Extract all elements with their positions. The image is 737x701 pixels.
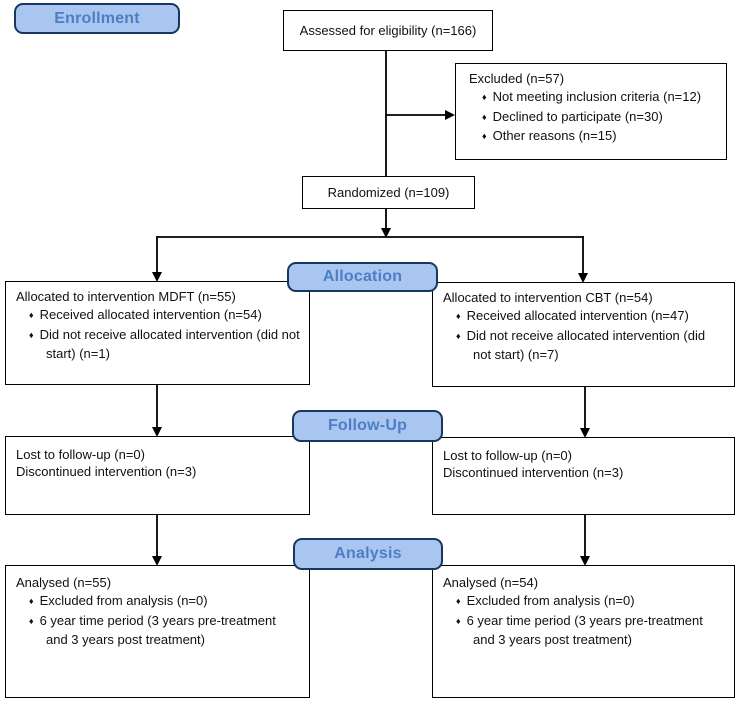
arrowhead-alloc-left [152, 272, 162, 282]
assessed-box: Assessed for eligibility (n=166) [283, 10, 493, 51]
analysis-mdft-box: Analysed (n=55) ♦ Excluded from analysis … [5, 565, 310, 698]
excluded-item-text: Not meeting inclusion criteria (n=12) [492, 89, 702, 104]
bullet-icon: ♦ [29, 329, 34, 340]
excluded-item: ♦ Not meeting inclusion criteria (n=12) [469, 88, 718, 107]
arrowhead-alloc-right [578, 273, 588, 283]
arrowhead-split [381, 228, 391, 238]
bullet-icon: ♦ [482, 92, 487, 102]
allocation-cbt-item-text: Did not receive allocated intervention (… [466, 327, 706, 362]
bullet-icon: ♦ [456, 311, 461, 321]
allocation-cbt-item: ♦ Received allocated intervention (n=47) [443, 307, 726, 326]
followup-mdft-line: Discontinued intervention (n=3) [16, 464, 197, 479]
analysis-mdft-item: ♦ 6 year time period (3 years pre-treatme… [16, 612, 301, 648]
analysis-cbt-item-text: Excluded from analysis (n=0) [466, 593, 635, 608]
bullet-icon: ♦ [29, 615, 34, 626]
analysis-mdft-item: ♦ Excluded from analysis (n=0) [16, 592, 301, 611]
excluded-item-text: Declined to participate (n=30) [492, 108, 663, 124]
allocation-mdft-box: Allocated to intervention MDFT (n=55) ♦ R… [5, 281, 310, 385]
excluded-item: ♦ Declined to participate (n=30) [469, 108, 718, 127]
arrowhead-fu-right [580, 428, 590, 438]
followup-cbt-line: Discontinued intervention (n=3) [443, 465, 624, 480]
analysis-mdft-item-text: 6 year time period (3 years pre-treatmen… [39, 612, 276, 647]
analysis-mdft-item-text: Excluded from analysis (n=0) [39, 593, 208, 608]
excluded-item-text: Other reasons (n=15) [492, 128, 617, 143]
assessed-text: Assessed for eligibility (n=166) [299, 23, 477, 38]
analysis-cbt-item-text: 6 year time period (3 years pre-treatmen… [466, 612, 703, 647]
analysis-cbt-title: Analysed (n=54) [443, 575, 539, 590]
bullet-icon: ♦ [456, 615, 461, 626]
allocation-cbt-item: ♦ Did not receive allocated intervention … [443, 327, 726, 363]
stage-label-enrollment: Enrollment [14, 3, 180, 34]
arrowhead-excluded [445, 110, 455, 120]
randomized-text: Randomized (n=109) [327, 185, 450, 200]
followup-cbt-box: Lost to follow-up (n=0) Discontinued int… [432, 437, 735, 515]
allocation-mdft-title: Allocated to intervention MDFT (n=55) [16, 289, 236, 304]
analysis-mdft-title: Analysed (n=55) [16, 575, 112, 590]
randomized-box: Randomized (n=109) [302, 176, 475, 209]
stage-label-analysis: Analysis [293, 538, 443, 570]
bullet-icon: ♦ [482, 131, 487, 141]
arrowhead-fu-left [152, 427, 162, 437]
analysis-cbt-item: ♦ 6 year time period (3 years pre-treatme… [443, 612, 726, 648]
allocation-cbt-box: Allocated to intervention CBT (n=54) ♦ Re… [432, 282, 735, 387]
allocation-mdft-item: ♦ Received allocated intervention (n=54) [16, 306, 301, 325]
bullet-icon: ♦ [482, 111, 487, 122]
followup-mdft-box: Lost to follow-up (n=0) Discontinued int… [5, 436, 310, 515]
arrowhead-an-right [580, 556, 590, 566]
followup-cbt-line: Lost to follow-up (n=0) [443, 448, 572, 463]
allocation-mdft-item: ♦ Did not receive allocated intervention … [16, 326, 301, 362]
followup-mdft-line: Lost to follow-up (n=0) [16, 447, 145, 462]
allocation-mdft-item-text: Did not receive allocated intervention (… [39, 326, 300, 361]
allocation-cbt-title: Allocated to intervention CBT (n=54) [443, 290, 653, 305]
allocation-cbt-item-text: Received allocated intervention (n=47) [466, 308, 689, 323]
excluded-title: Excluded (n=57) [469, 71, 565, 86]
allocation-mdft-item-text: Received allocated intervention (n=54) [39, 307, 262, 322]
bullet-icon: ♦ [456, 330, 461, 341]
excluded-item: ♦ Other reasons (n=15) [469, 127, 718, 146]
excluded-box: Excluded (n=57) ♦ Not meeting inclusion c… [455, 63, 727, 160]
bullet-icon: ♦ [29, 310, 34, 320]
arrowhead-an-left [152, 556, 162, 566]
bullet-icon: ♦ [29, 596, 34, 606]
analysis-cbt-box: Analysed (n=54) ♦ Excluded from analysis … [432, 565, 735, 698]
analysis-cbt-item: ♦ Excluded from analysis (n=0) [443, 592, 726, 611]
bullet-icon: ♦ [456, 596, 461, 606]
stage-label-followup: Follow-Up [292, 410, 443, 442]
stage-label-allocation: Allocation [287, 262, 438, 292]
